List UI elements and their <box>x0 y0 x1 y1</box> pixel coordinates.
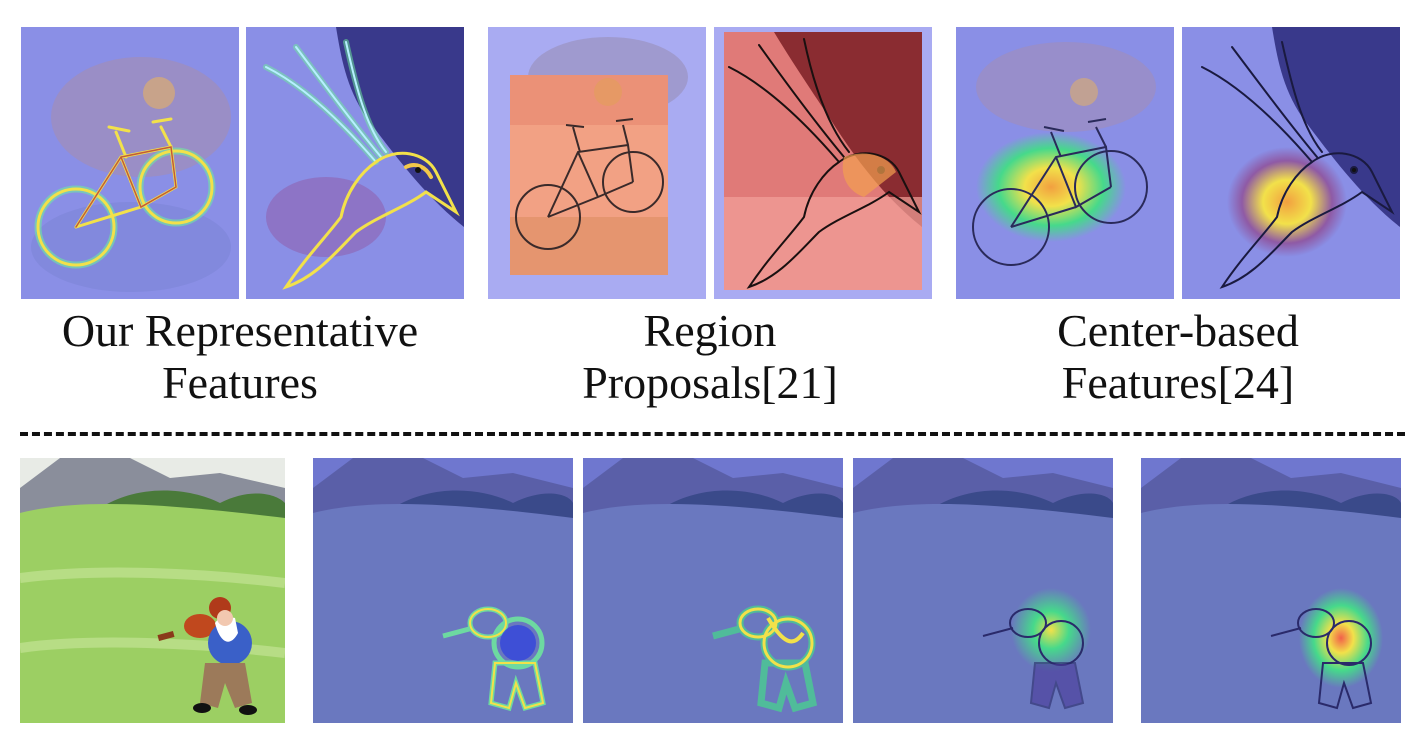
caption-region: Region Proposals[21] <box>488 305 932 409</box>
panel-guitarist-heatmap-4 <box>1141 458 1401 723</box>
panel-ours-bicycle <box>21 27 239 299</box>
bicycle-icon <box>488 27 706 299</box>
panel-guitarist-heatmap-2 <box>583 458 843 723</box>
guitarist-icon <box>583 458 843 723</box>
panel-guitarist-heatmap-1 <box>313 458 573 723</box>
caption-center-line2: Features[24] <box>1061 357 1295 408</box>
dashed-divider <box>20 432 1405 436</box>
caption-ours-line2: Features <box>162 357 318 408</box>
caption-ours: Our Representative Features <box>20 305 460 409</box>
caption-region-line2: Proposals[21] <box>582 357 838 408</box>
panel-region-bird <box>714 27 932 299</box>
panel-center-bird <box>1182 27 1400 299</box>
bicycle-icon <box>956 27 1174 299</box>
panel-guitarist-heatmap-3 <box>853 458 1113 723</box>
bicycle-icon <box>21 27 239 299</box>
panel-center-bicycle <box>956 27 1174 299</box>
hummingbird-icon <box>1182 27 1400 299</box>
caption-center-line1: Center-based <box>1057 305 1299 356</box>
panel-region-bicycle <box>488 27 706 299</box>
guitarist-figure <box>157 597 257 715</box>
guitarist-icon <box>20 458 285 723</box>
hummingbird-icon <box>714 27 932 299</box>
guitarist-icon <box>853 458 1113 723</box>
caption-center: Center-based Features[24] <box>956 305 1400 409</box>
guitarist-icon <box>1141 458 1401 723</box>
caption-region-line1: Region <box>643 305 777 356</box>
panel-guitarist-original <box>20 458 285 723</box>
caption-ours-line1: Our Representative <box>61 305 419 356</box>
panel-ours-bird <box>246 27 464 299</box>
guitarist-icon <box>313 458 573 723</box>
hummingbird-icon <box>246 27 464 299</box>
